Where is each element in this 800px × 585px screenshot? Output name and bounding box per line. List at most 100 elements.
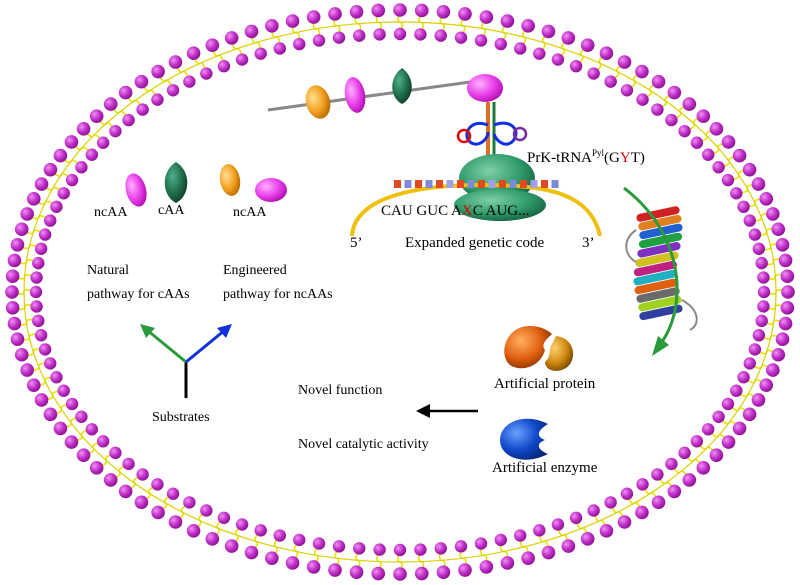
lipid-head [183, 75, 196, 88]
lipid-head [5, 285, 19, 299]
lipid-head [89, 461, 104, 475]
engineered-pathway-line1: Engineered [223, 263, 287, 278]
lipid-head [44, 214, 57, 227]
lipid-head [312, 537, 326, 550]
protein-helix-segment [636, 287, 680, 303]
lipid-head [696, 461, 711, 475]
lipid-head [667, 85, 682, 100]
lipid-head [254, 47, 267, 60]
lipid-head [635, 64, 649, 79]
lipid-head [533, 47, 546, 60]
three-prime-label: 3’ [582, 235, 595, 251]
lipid-head [393, 3, 407, 17]
ncaa-pink-shape-left [125, 173, 147, 207]
lipid-head [458, 7, 472, 21]
lipid-head [709, 448, 724, 462]
lipid-head [434, 29, 447, 42]
lipid-head [617, 55, 632, 69]
protein-helix-segment [638, 214, 682, 231]
lipid-head [244, 24, 259, 39]
lipid-head [587, 67, 600, 80]
codon-base [404, 180, 412, 188]
engineered-pathway-line2: pathway for ncAAs [223, 287, 333, 302]
lipid-head [780, 301, 795, 315]
lipid-head [721, 135, 736, 149]
lipid-head [235, 53, 249, 66]
output-arrow [416, 404, 478, 418]
protein-helix-segment [635, 251, 679, 267]
lipid-head [285, 14, 300, 28]
folded-protein-helix [625, 206, 698, 331]
lipid-head [103, 97, 118, 111]
lipid-head [604, 496, 617, 509]
lipid-head [665, 457, 678, 471]
pathway-fork-arrows [140, 324, 232, 398]
lipid-head [273, 42, 286, 55]
lipid-head [580, 38, 595, 52]
lipid-head [620, 84, 634, 97]
lipid-head [748, 228, 762, 241]
peptide-pink-ncaa-2 [467, 74, 503, 102]
lipid-head [64, 435, 79, 449]
lipid-head [771, 222, 786, 237]
lipid-head [393, 27, 407, 41]
lipid-head [328, 563, 342, 577]
amino-acid-pool [125, 162, 287, 207]
lipid-head [599, 523, 614, 538]
lipid-head [168, 515, 183, 529]
lipid-head [43, 407, 58, 422]
codon-base [488, 180, 496, 188]
lipid-head [50, 371, 63, 384]
lipid-head [293, 37, 306, 51]
lipid-head [775, 332, 790, 347]
lipid-head [75, 410, 88, 423]
lipid-head [737, 371, 750, 384]
lipid-head [254, 524, 267, 537]
lipid-head [521, 19, 535, 33]
lipid-head [166, 487, 180, 500]
protein-helix-segment [634, 278, 678, 295]
lipid-head [533, 524, 546, 537]
lipid-head [306, 10, 321, 24]
lipid-head [743, 214, 756, 227]
lipid-head [393, 567, 407, 581]
lipid-head [26, 378, 41, 392]
lipid-head [434, 542, 447, 555]
lipid-head [186, 523, 201, 538]
lipid-head [494, 533, 507, 547]
lipid-head [122, 113, 135, 127]
ribosome [454, 154, 546, 221]
lipid-head [96, 136, 110, 149]
lipid-head [651, 74, 666, 89]
lipid-head [757, 300, 770, 313]
lipid-head [168, 55, 183, 69]
lipid-head [34, 329, 48, 342]
protein-helix-segment [638, 232, 683, 249]
lipid-head [151, 478, 164, 491]
lipid-head [755, 314, 768, 328]
codon-base [425, 180, 433, 188]
lipid-head [10, 237, 25, 252]
lipid-head [730, 187, 743, 200]
lipid-head [34, 177, 49, 191]
lipid-head [57, 384, 70, 397]
lipid-head [109, 124, 122, 138]
lipid-head [103, 473, 118, 487]
natural-pathway-line2: pathway for cAAs [87, 287, 190, 302]
lipid-head [38, 343, 52, 356]
lipid-head [151, 64, 165, 79]
lipid-head [20, 207, 34, 221]
codon-base [478, 180, 485, 188]
artificial-protein-shape [504, 326, 574, 371]
lipid-head [635, 505, 649, 520]
lipid-head [85, 423, 98, 436]
protein-helix-segment [638, 295, 682, 312]
lipid-head [332, 31, 346, 44]
lipid-head [665, 113, 678, 127]
lipid-head [34, 393, 49, 407]
protein-helix-segment [636, 206, 680, 222]
lipid-head [328, 7, 342, 21]
lipid-head [200, 504, 213, 517]
lipid-head [778, 253, 793, 268]
peptide-orange-ncaa [305, 85, 331, 119]
